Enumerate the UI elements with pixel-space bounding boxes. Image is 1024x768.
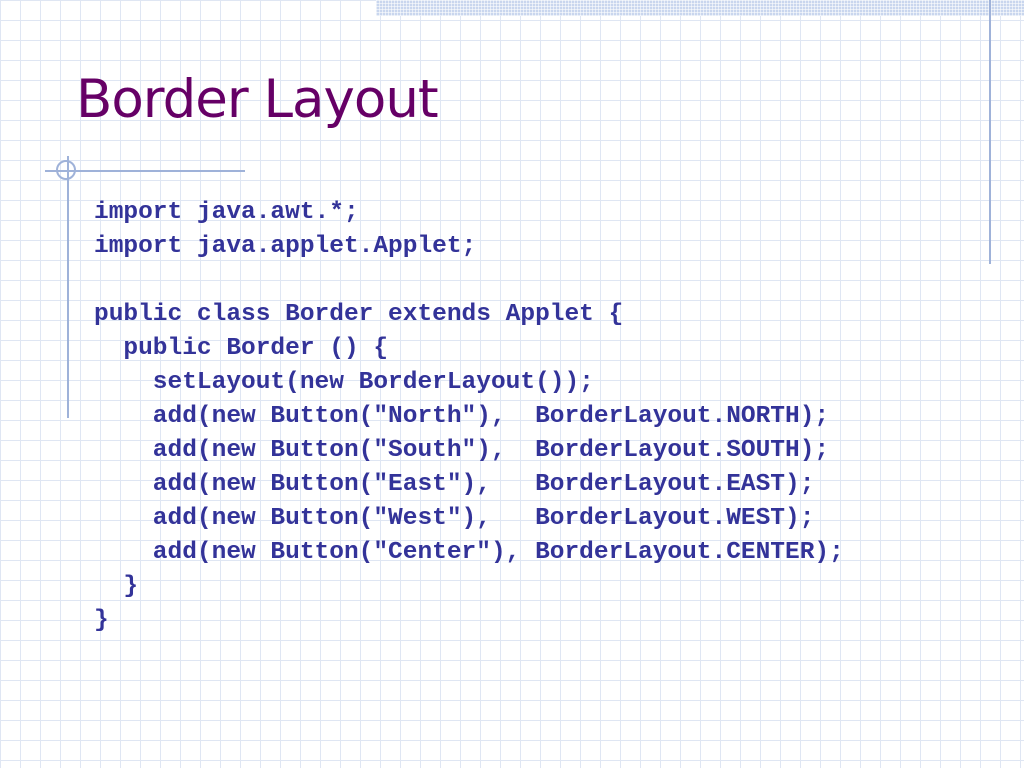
code-line: add(new Button("North"), BorderLayout.NO… [94,403,830,430]
code-line [94,264,844,298]
code-line: } [94,573,139,600]
ring-ornament-icon [56,160,76,180]
code-line: public class Border extends Applet { [94,301,624,328]
right-vertical-rule [989,0,991,264]
code-line: setLayout(new BorderLayout()); [94,369,594,396]
slide-title: Border Layout [76,69,439,130]
top-decorative-band [376,0,1024,16]
code-line: } [94,607,109,634]
code-line: add(new Button("South"), BorderLayout.SO… [94,437,830,464]
title-underline-rule [45,170,245,172]
code-line: add(new Button("East"), BorderLayout.EAS… [94,471,815,498]
code-line: import java.applet.Applet; [94,233,477,260]
code-block: import java.awt.*; import java.applet.Ap… [94,196,844,638]
code-line: add(new Button("West"), BorderLayout.WES… [94,505,815,532]
code-line: public Border () { [94,335,389,362]
code-line: import java.awt.*; [94,199,359,226]
left-vertical-rule [67,156,69,418]
code-line: add(new Button("Center"), BorderLayout.C… [94,539,844,566]
